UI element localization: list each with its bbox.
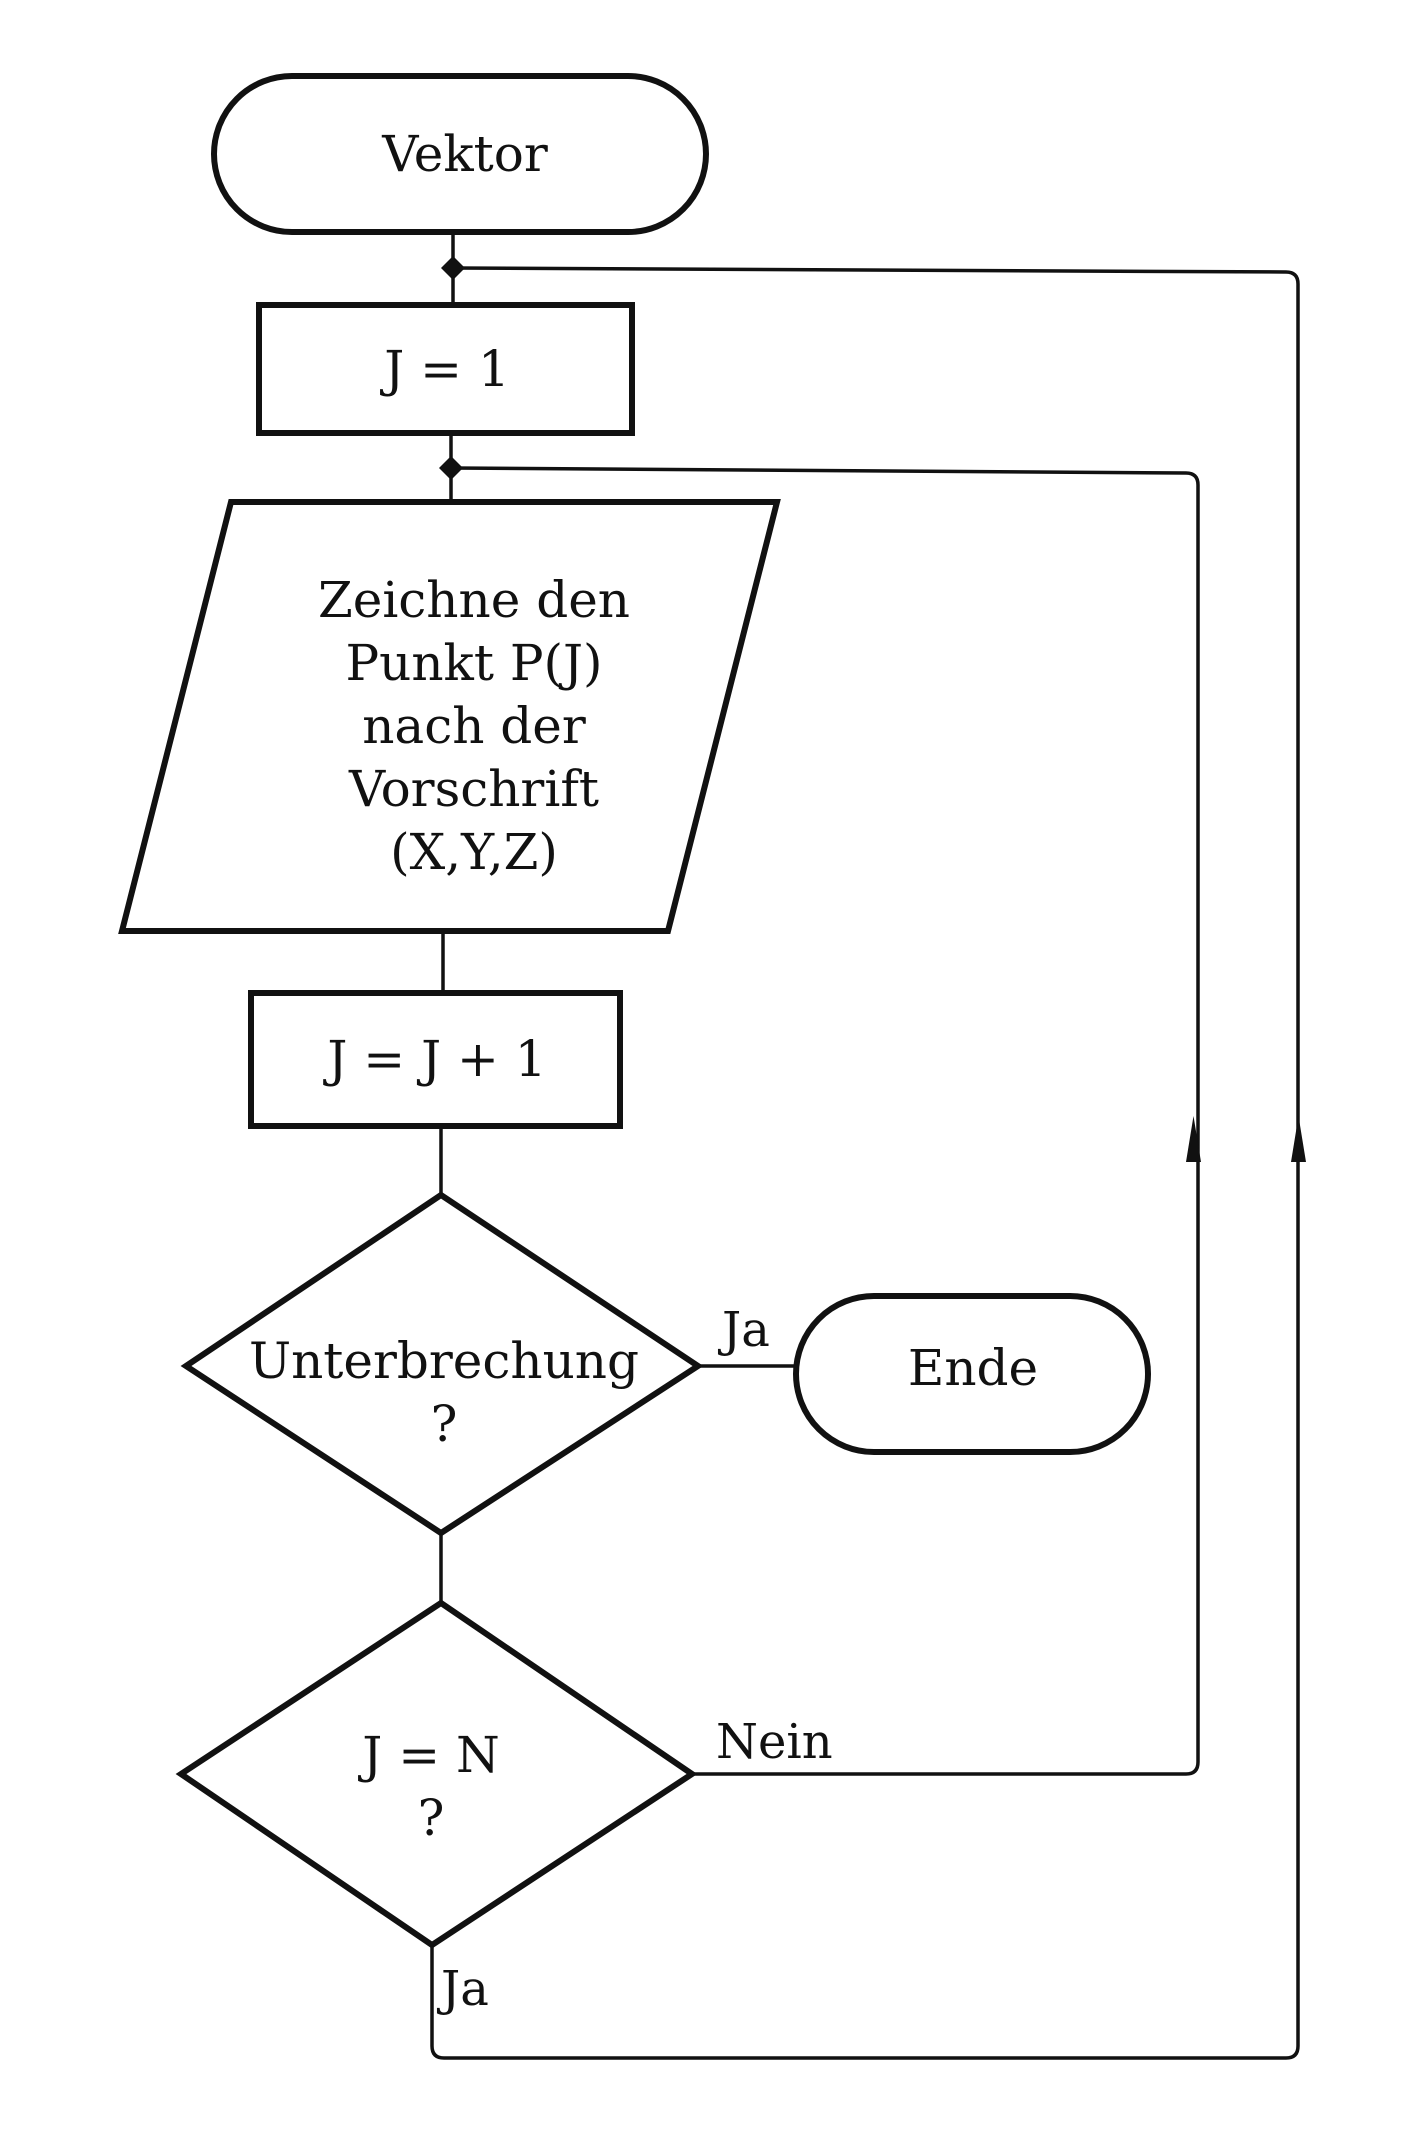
increment-process: J = J + 1 (248, 990, 623, 1129)
increment-process-shape (248, 990, 623, 1129)
interrupt-decision-line-2: ? (431, 1395, 458, 1453)
check-decision-line-1: J = N (357, 1726, 499, 1784)
init-process-shape (256, 302, 635, 436)
check-decision-line-2: ? (418, 1789, 445, 1847)
interrupt-decision-line-1: Unterbrechung (249, 1332, 639, 1390)
init-process-label: J = 1 (379, 340, 510, 398)
init-process: J = 1 (256, 302, 635, 436)
check-yes-label: Ja (436, 1961, 489, 2017)
check-decision: J = N ? (175, 1599, 698, 1949)
end-terminal-label: Ende (908, 1339, 1038, 1397)
draw-io-line-5: (X,Y,Z) (390, 823, 558, 881)
edge-check-yes-loop (430, 266, 1300, 2060)
interrupt-yes-label: Ja (717, 1302, 770, 1358)
draw-io: Zeichne den Punkt P(J) nach der Vorschri… (118, 499, 781, 934)
interrupt-decision: Unterbrechung ? (180, 1191, 704, 1537)
draw-io-line-1: Zeichne den (318, 571, 630, 629)
arrowhead-inner-loop (1186, 1116, 1201, 1162)
edge-check-no-loop (450, 466, 1200, 1776)
start-terminal-label: Vektor (381, 125, 548, 183)
end-terminal: Ende (793, 1293, 1151, 1455)
check-decision-shape (175, 1599, 698, 1949)
check-no-label: Nein (716, 1714, 833, 1770)
connectors (430, 232, 1306, 2060)
end-terminal-shape (793, 1293, 1151, 1455)
interrupt-decision-shape (180, 1191, 704, 1537)
draw-io-line-4: Vorschrift (348, 760, 599, 818)
arrowhead-outer-loop (1291, 1116, 1306, 1162)
junction-dot-middle (439, 456, 463, 480)
start-terminal-shape (211, 73, 709, 235)
draw-io-line-2: Punkt P(J) (345, 634, 602, 692)
draw-io-line-3: nach der (362, 697, 586, 755)
junction-dot-top (441, 256, 465, 280)
start-terminal: Vektor (211, 73, 709, 235)
increment-process-label: J = J + 1 (322, 1030, 546, 1088)
draw-io-shape (118, 499, 781, 934)
